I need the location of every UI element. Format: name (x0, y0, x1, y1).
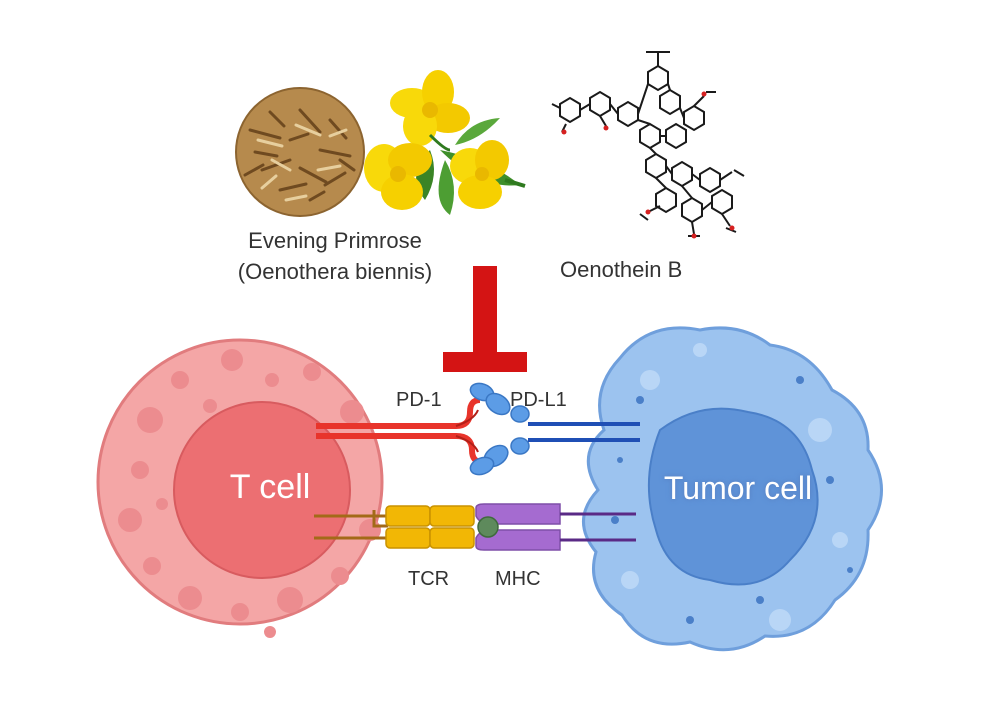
tcr-receptor (314, 505, 475, 549)
t-cell (96, 338, 384, 638)
antigen-peptide (477, 516, 499, 538)
tumor-cell-label: Tumor cell (663, 470, 813, 506)
pdl1-ligand (528, 422, 640, 442)
inhibition-symbol (443, 266, 527, 372)
compound-name-label: Oenothein B (560, 257, 683, 282)
plant-latin-label: (Oenothera biennis) (237, 259, 433, 284)
mhc-molecule (475, 503, 636, 551)
pdl1-label: PD-L1 (510, 389, 567, 411)
plant-name-label: Evening Primrose (248, 228, 422, 253)
mhc-label: MHC (495, 568, 541, 590)
oenothein-b-structure (551, 51, 745, 237)
dried-root-image (235, 87, 365, 217)
blocking-antibody (469, 382, 530, 476)
tcr-label: TCR (408, 568, 450, 590)
pd1-label: PD-1 (396, 389, 442, 411)
t-cell-label: T cell (229, 468, 311, 506)
tumor-cell (582, 326, 883, 652)
oxygen-atoms (561, 91, 735, 239)
primrose-flower-image (364, 70, 526, 215)
